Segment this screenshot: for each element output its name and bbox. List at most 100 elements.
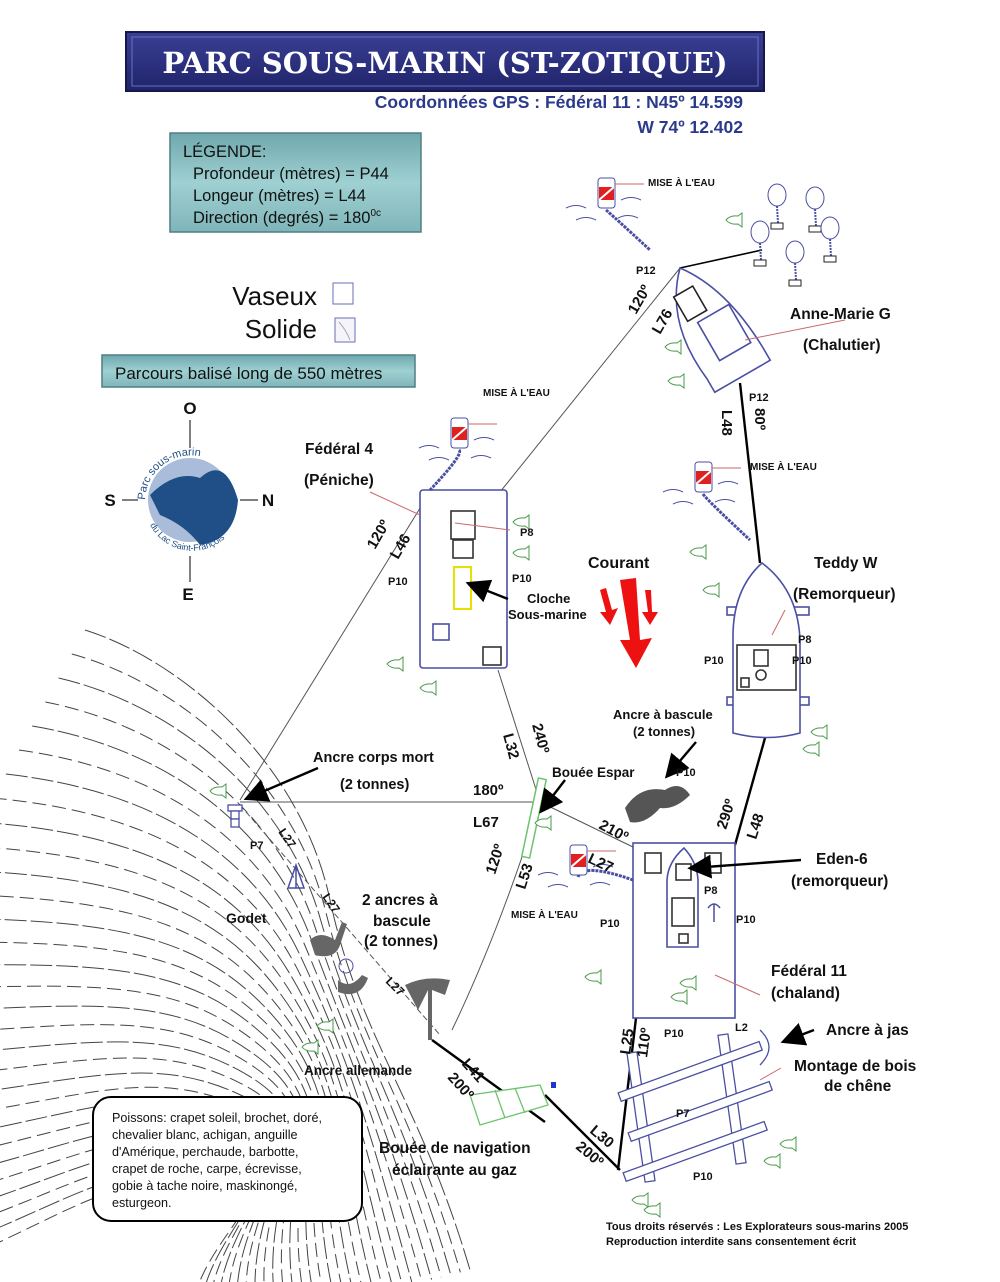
- label-chalutier: (Chalutier): [803, 337, 881, 354]
- depth-p7: P7: [676, 1108, 689, 1120]
- label-entry-3: MISE À L'EAU: [750, 460, 817, 473]
- wreck-teddy-w: [726, 561, 810, 739]
- label-montage-1: Montage de bois: [794, 1058, 916, 1075]
- fish-icon: [386, 656, 404, 672]
- balloon-weight: [788, 279, 802, 287]
- copyright-line-2: Reproduction interdite sans consentement…: [606, 1236, 856, 1248]
- label-ancre-corps-mort: Ancre corps mort: [313, 750, 434, 766]
- fish-icon: [670, 989, 688, 1005]
- label-entry-2: MISE À L'EAU: [483, 386, 550, 399]
- dive-flag-stripe: [570, 853, 587, 868]
- legend-heading: LÉGENDE:: [183, 142, 266, 161]
- seg-l25: L25: [617, 1028, 637, 1056]
- seg-120: 120º: [483, 841, 509, 876]
- water-waves-icon: [565, 197, 642, 221]
- legend-direction-sup: 0c: [370, 208, 381, 219]
- balloon-weight: [770, 222, 784, 230]
- water-waves-icon: [662, 481, 739, 505]
- fish-icon: [679, 975, 697, 991]
- compass-north: N: [262, 491, 274, 510]
- legend-length: Longeur (mètres) = L44: [193, 187, 366, 205]
- seg-l27: L27: [320, 891, 344, 916]
- balloon-line: [794, 262, 797, 281]
- compass: O S N E Parc sous-marin du Lac Saint-Fra…: [104, 399, 274, 604]
- fish-icon: [802, 741, 820, 757]
- fish-markers: [209, 212, 828, 1218]
- contour-line: [0, 1177, 248, 1282]
- fish-note-line: chevalier blanc, achigan, anguille: [112, 1128, 298, 1142]
- seg-l48: L48: [718, 410, 735, 436]
- stock-anchor-icon: [707, 903, 721, 922]
- buoy-chain: [605, 208, 652, 252]
- label-ancre-jas: Ancre à jas: [826, 1022, 909, 1039]
- fish-icon: [584, 969, 602, 985]
- fish-note-line: gobie à tache noire, maskinongé,: [112, 1179, 298, 1193]
- label-two-anchors-1: 2 ancres à: [362, 892, 438, 909]
- fish-icon: [725, 212, 743, 228]
- balloon-line: [829, 238, 832, 257]
- compass-south: S: [104, 491, 115, 510]
- depth-p10: P10: [388, 576, 408, 588]
- lift-balloon-icon: [805, 186, 825, 210]
- fish-icon: [702, 582, 720, 598]
- godet-icon: [286, 862, 306, 889]
- page-title: PARC SOUS-MARIN (ST-ZOTIQUE): [162, 46, 727, 80]
- label-federal-4: Fédéral 4: [305, 441, 373, 458]
- label-remorqueur: (remorqueur): [791, 873, 888, 890]
- depth-p10: P10: [693, 1171, 713, 1183]
- current-arrows: [600, 578, 658, 668]
- label-bouee-nav-1: Bouée de navigation: [379, 1140, 531, 1157]
- seg-210: 210º: [596, 817, 631, 847]
- label-eden-6: Eden-6: [816, 851, 868, 868]
- depth-p8: P8: [704, 885, 717, 897]
- seg-120: 120º: [625, 282, 655, 317]
- compass-west: O: [183, 399, 196, 418]
- lift-balloons: [750, 183, 840, 287]
- fish-note-line: Poissons: crapet soleil, brochet, doré,: [112, 1111, 322, 1125]
- depth-p8: P8: [520, 527, 533, 539]
- depth-p10: P10: [704, 655, 724, 667]
- seg-l46: L46: [387, 531, 415, 562]
- fish-icon: [631, 1192, 649, 1208]
- legend-direction: Direction (degrés) = 1800c: [193, 208, 381, 227]
- seg-290: 290º: [714, 796, 740, 831]
- depth-p10: P10: [664, 1028, 684, 1040]
- muddy-swatch: [332, 282, 354, 305]
- course-length-text: Parcours balisé long de 550 mètres: [115, 364, 382, 383]
- substrate-solid-label: Solide: [245, 314, 317, 344]
- fish-icon: [419, 680, 437, 696]
- label-montage-2: de chêne: [824, 1078, 892, 1095]
- balloon-weight: [808, 225, 822, 233]
- balloon-weight: [753, 259, 767, 267]
- seg-120: 120º: [364, 517, 394, 552]
- water-waves-icon: [537, 864, 614, 888]
- fish-icon: [779, 1136, 797, 1152]
- label-ancre-bascule-weight: (2 tonnes): [633, 724, 695, 739]
- contour-line: [0, 1136, 265, 1282]
- dive-flag-stripe: [695, 470, 712, 485]
- title-banner: PARC SOUS-MARIN (ST-ZOTIQUE): [125, 31, 765, 92]
- depth-p7: P7: [250, 840, 263, 852]
- lift-balloon-icon: [767, 183, 787, 207]
- contour-line: [58, 677, 452, 1275]
- depth-p10: P10: [736, 914, 756, 926]
- label-ancre-allemande: Ancre allemande: [304, 1063, 413, 1078]
- label-peniche: (Péniche): [304, 472, 374, 489]
- fish-icon: [316, 1018, 334, 1034]
- depth-p10: P10: [600, 918, 620, 930]
- fish-icon: [689, 544, 707, 560]
- label-godet: Godet: [226, 910, 267, 926]
- label-remorqueur-cap: (Remorqueur): [793, 586, 895, 603]
- depth-p12: P12: [636, 265, 656, 277]
- fish-icon: [301, 1039, 319, 1055]
- seg-l27: L27: [383, 974, 408, 999]
- contour-line: [71, 653, 461, 1273]
- label-chaland: (chaland): [771, 985, 840, 1002]
- gps-line-1: Coordonnées GPS : Fédéral 11 : N45º 14.5…: [375, 92, 743, 112]
- map-labels: MISE À L'EAU MISE À L'EAU MISE À L'EAU M…: [226, 176, 916, 1179]
- seg-l32: L32: [499, 732, 522, 761]
- buoy-chain: [428, 448, 462, 492]
- seg-80: 80º: [751, 408, 768, 431]
- contour-line: [0, 798, 403, 1282]
